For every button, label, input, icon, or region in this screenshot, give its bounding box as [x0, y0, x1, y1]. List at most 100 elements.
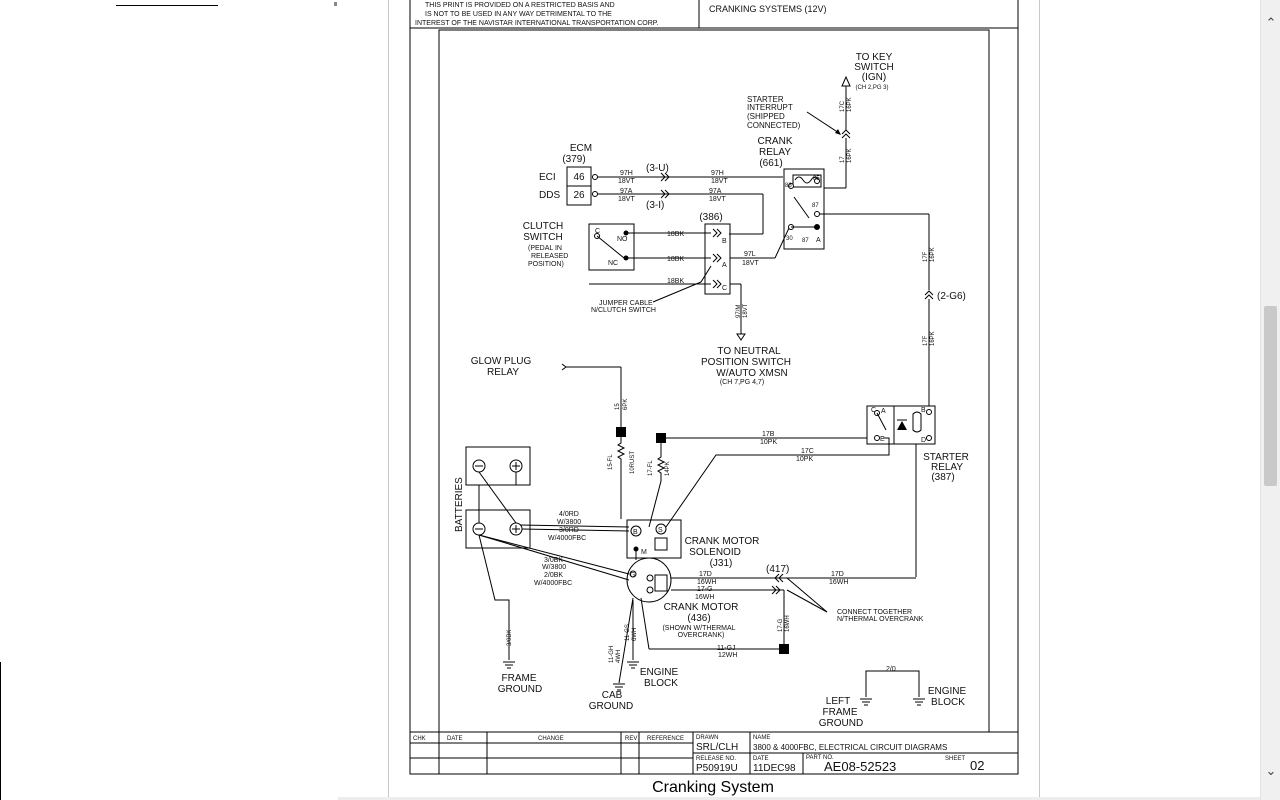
svg-text:46: 46	[573, 172, 585, 183]
ref-2g6: (2-G6)	[937, 291, 966, 302]
wire-label-3bk-gnd: 3/0BK	[507, 630, 513, 646]
svg-text:GROUND: GROUND	[819, 718, 863, 729]
chevron-down-icon[interactable]: ⌄	[1265, 764, 1277, 779]
svg-text:ECI: ECI	[539, 172, 556, 183]
header-notice: THIS PRINT IS PROVIDED ON A RESTRICTED B…	[415, 2, 659, 27]
svg-text:3/0RD: 3/0RD	[559, 527, 579, 534]
wire-label-17b: 17B 10PK	[760, 431, 777, 446]
svg-text:CONNECT TOGETHER: CONNECT TOGETHER	[837, 609, 912, 616]
svg-text:17D: 17D	[699, 571, 712, 578]
svg-text:TO KEY: TO KEY	[856, 52, 893, 63]
svg-text:(379): (379)	[562, 154, 585, 165]
svg-text:W/4000FBC: W/4000FBC	[534, 580, 572, 587]
starter-relay-box	[866, 405, 936, 445]
scrollbar-thumb[interactable]	[1264, 306, 1277, 486]
svg-text:ENGINE: ENGINE	[640, 667, 679, 678]
svg-text:DRAWN: DRAWN	[696, 735, 718, 741]
svg-text:86: 86	[785, 183, 792, 189]
svg-text:16PK: 16PK	[930, 247, 936, 262]
svg-text:18VT: 18VT	[618, 178, 635, 185]
svg-text:INTERRUPT: INTERRUPT	[747, 103, 793, 112]
starter-relay-label: STARTER RELAY (387)	[923, 452, 969, 483]
svg-text:17F: 17F	[923, 251, 929, 262]
svg-text:BLOCK: BLOCK	[931, 697, 965, 708]
svg-text:CONNECTED): CONNECTED)	[747, 121, 801, 130]
svg-text:A: A	[881, 408, 886, 415]
svg-text:18VT: 18VT	[711, 178, 728, 185]
svg-text:15: 15	[615, 403, 621, 410]
svg-text:JUMPER CABLE: JUMPER CABLE	[599, 300, 653, 307]
ecm-label: ECM (379)	[562, 143, 592, 165]
fuse-link-15	[616, 427, 626, 437]
ref-3u: (3-U)	[646, 163, 669, 174]
svg-text:10PK: 10PK	[760, 439, 777, 446]
neutral-arrow-icon	[736, 333, 746, 341]
svg-text:17C: 17C	[801, 448, 814, 455]
svg-text:B: B	[921, 407, 926, 414]
svg-text:18BK: 18BK	[667, 256, 684, 263]
svg-text:A: A	[722, 262, 727, 269]
svg-text:G: G	[630, 572, 635, 579]
svg-text:16WH: 16WH	[697, 579, 716, 586]
svg-text:(SHIPPED: (SHIPPED	[747, 112, 785, 121]
svg-text:6PK: 6PK	[623, 399, 629, 410]
svg-text:RELEASE NO.: RELEASE NO.	[696, 756, 736, 762]
svg-text:FRAME: FRAME	[502, 673, 537, 684]
crank-solenoid-box	[626, 519, 682, 559]
fuse-link-17	[656, 433, 666, 443]
drawing-date: 11DEC98	[753, 763, 796, 774]
svg-text:16WH: 16WH	[829, 579, 848, 586]
svg-text:16PK: 16PK	[847, 148, 853, 163]
svg-text:17: 17	[840, 156, 846, 163]
svg-text:18VT: 18VT	[709, 196, 726, 203]
svg-text:17F: 17F	[923, 335, 929, 346]
svg-text:10PK: 10PK	[796, 456, 813, 463]
clutch-switch-box	[588, 223, 635, 271]
svg-text:SWITCH: SWITCH	[854, 62, 893, 73]
svg-text:17B: 17B	[762, 431, 775, 438]
starter-interrupt-label: STARTER INTERRUPT (SHIPPED CONNECTED)	[747, 95, 801, 130]
ref-3i: (3-I)	[646, 200, 664, 211]
svg-text:RELAY: RELAY	[931, 462, 963, 473]
svg-text:97L: 97L	[744, 251, 756, 258]
svg-text:17D: 17D	[831, 571, 844, 578]
svg-text:POSITION): POSITION)	[528, 261, 564, 268]
svg-text:97H: 97H	[620, 170, 633, 177]
svg-text:NAME: NAME	[753, 735, 770, 741]
svg-text:B: B	[633, 529, 638, 536]
page-caption: Cranking System	[652, 779, 774, 796]
svg-text:RELAY: RELAY	[759, 147, 791, 158]
chevron-up-icon[interactable]: ⌃	[1265, 16, 1277, 31]
svg-text:STARTER: STARTER	[747, 95, 784, 104]
svg-text:(SHOWN W/THERMAL: (SHOWN W/THERMAL	[662, 625, 735, 632]
wire-label-17g-b: 17-G 16WH	[778, 615, 791, 632]
svg-text:CRANK: CRANK	[757, 136, 792, 147]
svg-text:SHEET: SHEET	[945, 756, 965, 762]
svg-text:N/CLUTCH SWITCH: N/CLUTCH SWITCH	[591, 307, 656, 314]
crank-solenoid-label: CRANK MOTOR SOLENOID (J31)	[685, 536, 760, 569]
crank-relay-box	[783, 168, 825, 250]
connector-386-label: (386)	[699, 212, 722, 223]
document-page[interactable]: THIS PRINT IS PROVIDED ON A RESTRICTED B…	[388, 0, 1040, 800]
vertical-scrollbar[interactable]: ⌃ ⌄	[1260, 0, 1280, 800]
svg-text:SWITCH: SWITCH	[523, 232, 562, 243]
ref-417: (417)	[766, 564, 789, 575]
svg-text:W/4000FBC: W/4000FBC	[548, 535, 586, 542]
svg-text:17-G: 17-G	[697, 586, 713, 593]
wire-label-17g: 17-G 16WH	[695, 586, 714, 601]
svg-text:POSITION SWITCH: POSITION SWITCH	[701, 357, 791, 368]
svg-text:(IGN): (IGN)	[862, 72, 886, 83]
svg-text:15-FL: 15-FL	[608, 454, 614, 470]
wire-label-15fl: 15-FL 10RUST	[608, 451, 636, 474]
svg-text:87: 87	[802, 238, 809, 244]
svg-text:GROUND: GROUND	[498, 684, 542, 695]
svg-text:87: 87	[812, 203, 819, 209]
frame-ground-label: FRAME GROUND	[498, 673, 542, 695]
wire-label-17f: 17F 16PK 17F 16PK	[923, 247, 936, 346]
sheet-no: 02	[970, 758, 984, 773]
svg-text:C: C	[871, 407, 876, 414]
svg-text:11-GJ: 11-GJ	[717, 645, 736, 652]
svg-text:SOLENOID: SOLENOID	[689, 547, 741, 558]
svg-text:DATE: DATE	[447, 736, 463, 742]
svg-text:RELEASED: RELEASED	[531, 253, 568, 260]
